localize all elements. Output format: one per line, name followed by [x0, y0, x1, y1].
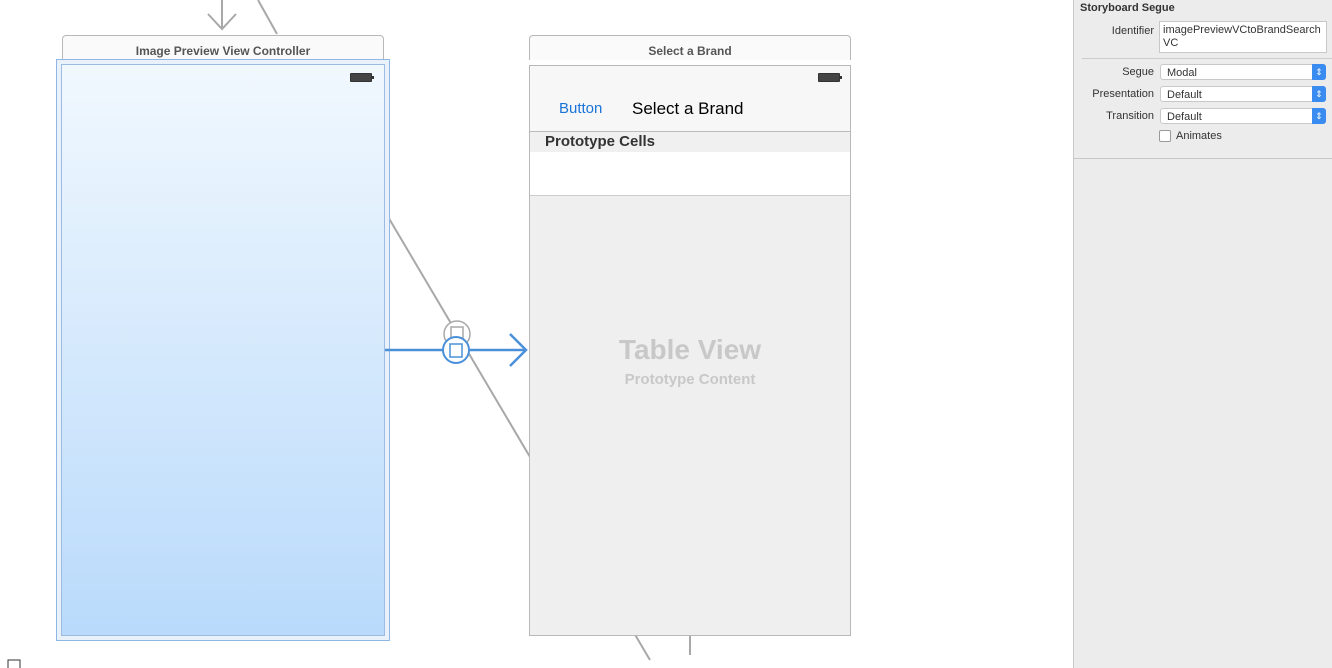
transition-value: Default: [1167, 111, 1202, 123]
segue-icon: [442, 336, 470, 364]
segue-line-top: [257, 0, 278, 35]
table-view-placeholder-subtitle: Prototype Content: [624, 371, 756, 388]
presentation-value: Default: [1167, 89, 1202, 101]
prototype-cell[interactable]: [530, 152, 850, 196]
scene-title-image-preview[interactable]: Image Preview View Controller: [62, 35, 384, 60]
stepper-icon: ⇕: [1312, 64, 1326, 80]
selected-segue[interactable]: [380, 315, 535, 375]
presentation-label: Presentation: [1092, 88, 1154, 100]
presentation-select[interactable]: Default ⇕: [1160, 86, 1326, 102]
nav-bar-button[interactable]: Button: [559, 100, 603, 117]
battery-icon: [350, 73, 374, 82]
select-brand-view-controller[interactable]: Button Select a Brand Prototype Cells Ta…: [529, 65, 851, 636]
inspector-section-title: Storyboard Segue: [1080, 2, 1175, 14]
image-preview-view-controller[interactable]: [56, 59, 390, 641]
animates-checkbox[interactable]: [1159, 130, 1171, 142]
identifier-label: Identifier: [1111, 25, 1154, 37]
entry-arrow-head: [207, 13, 237, 31]
navigation-bar: Button Select a Brand: [530, 66, 850, 132]
segue-label: Segue: [1122, 66, 1154, 78]
identifier-input[interactable]: imagePreviewVCtoBrandSearchVC: [1159, 21, 1327, 53]
prototype-cells-header: Prototype Cells: [530, 132, 850, 152]
segue-select[interactable]: Modal ⇕: [1160, 64, 1326, 80]
transition-select[interactable]: Default ⇕: [1160, 108, 1326, 124]
animates-label: Animates: [1176, 130, 1222, 142]
segue-value: Modal: [1167, 67, 1197, 79]
nav-bar-title: Select a Brand: [632, 99, 744, 118]
stepper-icon: ⇕: [1312, 108, 1326, 124]
attributes-inspector: Storyboard Segue Identifier imagePreview…: [1073, 0, 1332, 668]
stepper-icon: ⇕: [1312, 86, 1326, 102]
scene-title-select-brand[interactable]: Select a Brand: [529, 35, 851, 60]
battery-icon: [818, 73, 842, 82]
table-view-placeholder-title: Table View: [618, 334, 762, 365]
transition-label: Transition: [1106, 110, 1154, 122]
